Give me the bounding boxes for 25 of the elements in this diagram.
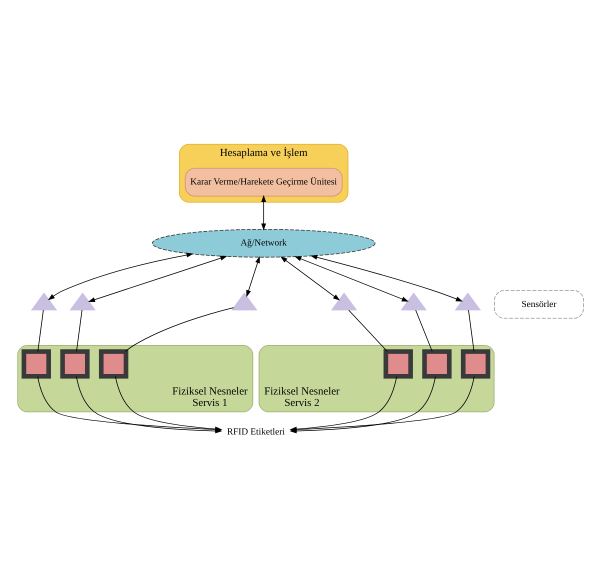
connector — [76, 310, 82, 352]
connector — [37, 310, 44, 352]
node-text: RFID Etiketleri — [226, 427, 285, 438]
cluster: Fiziksel Nesneler Servis 2 — [258, 344, 495, 412]
arrow — [261, 195, 266, 230]
connector — [415, 310, 433, 352]
arrow — [280, 256, 340, 301]
node-box — [60, 349, 90, 379]
arrow — [310, 254, 463, 302]
arrow — [48, 252, 194, 300]
connector — [348, 310, 388, 352]
connector — [468, 310, 474, 352]
node-triangle — [231, 292, 258, 310]
node-box — [422, 349, 452, 379]
connector — [125, 307, 234, 352]
arrow — [88, 256, 228, 302]
node-box — [22, 349, 51, 379]
arrow — [246, 256, 260, 298]
node-box: Sensörler — [494, 290, 584, 319]
node-box — [384, 349, 413, 379]
node-box — [460, 349, 490, 379]
node-box — [98, 349, 128, 379]
cluster: Fiziksel Nesneler Servis 1 — [17, 344, 254, 412]
arrow — [294, 256, 409, 302]
node-box: Karar Verme/Harekete Geçirme Ünitesi — [184, 168, 343, 196]
